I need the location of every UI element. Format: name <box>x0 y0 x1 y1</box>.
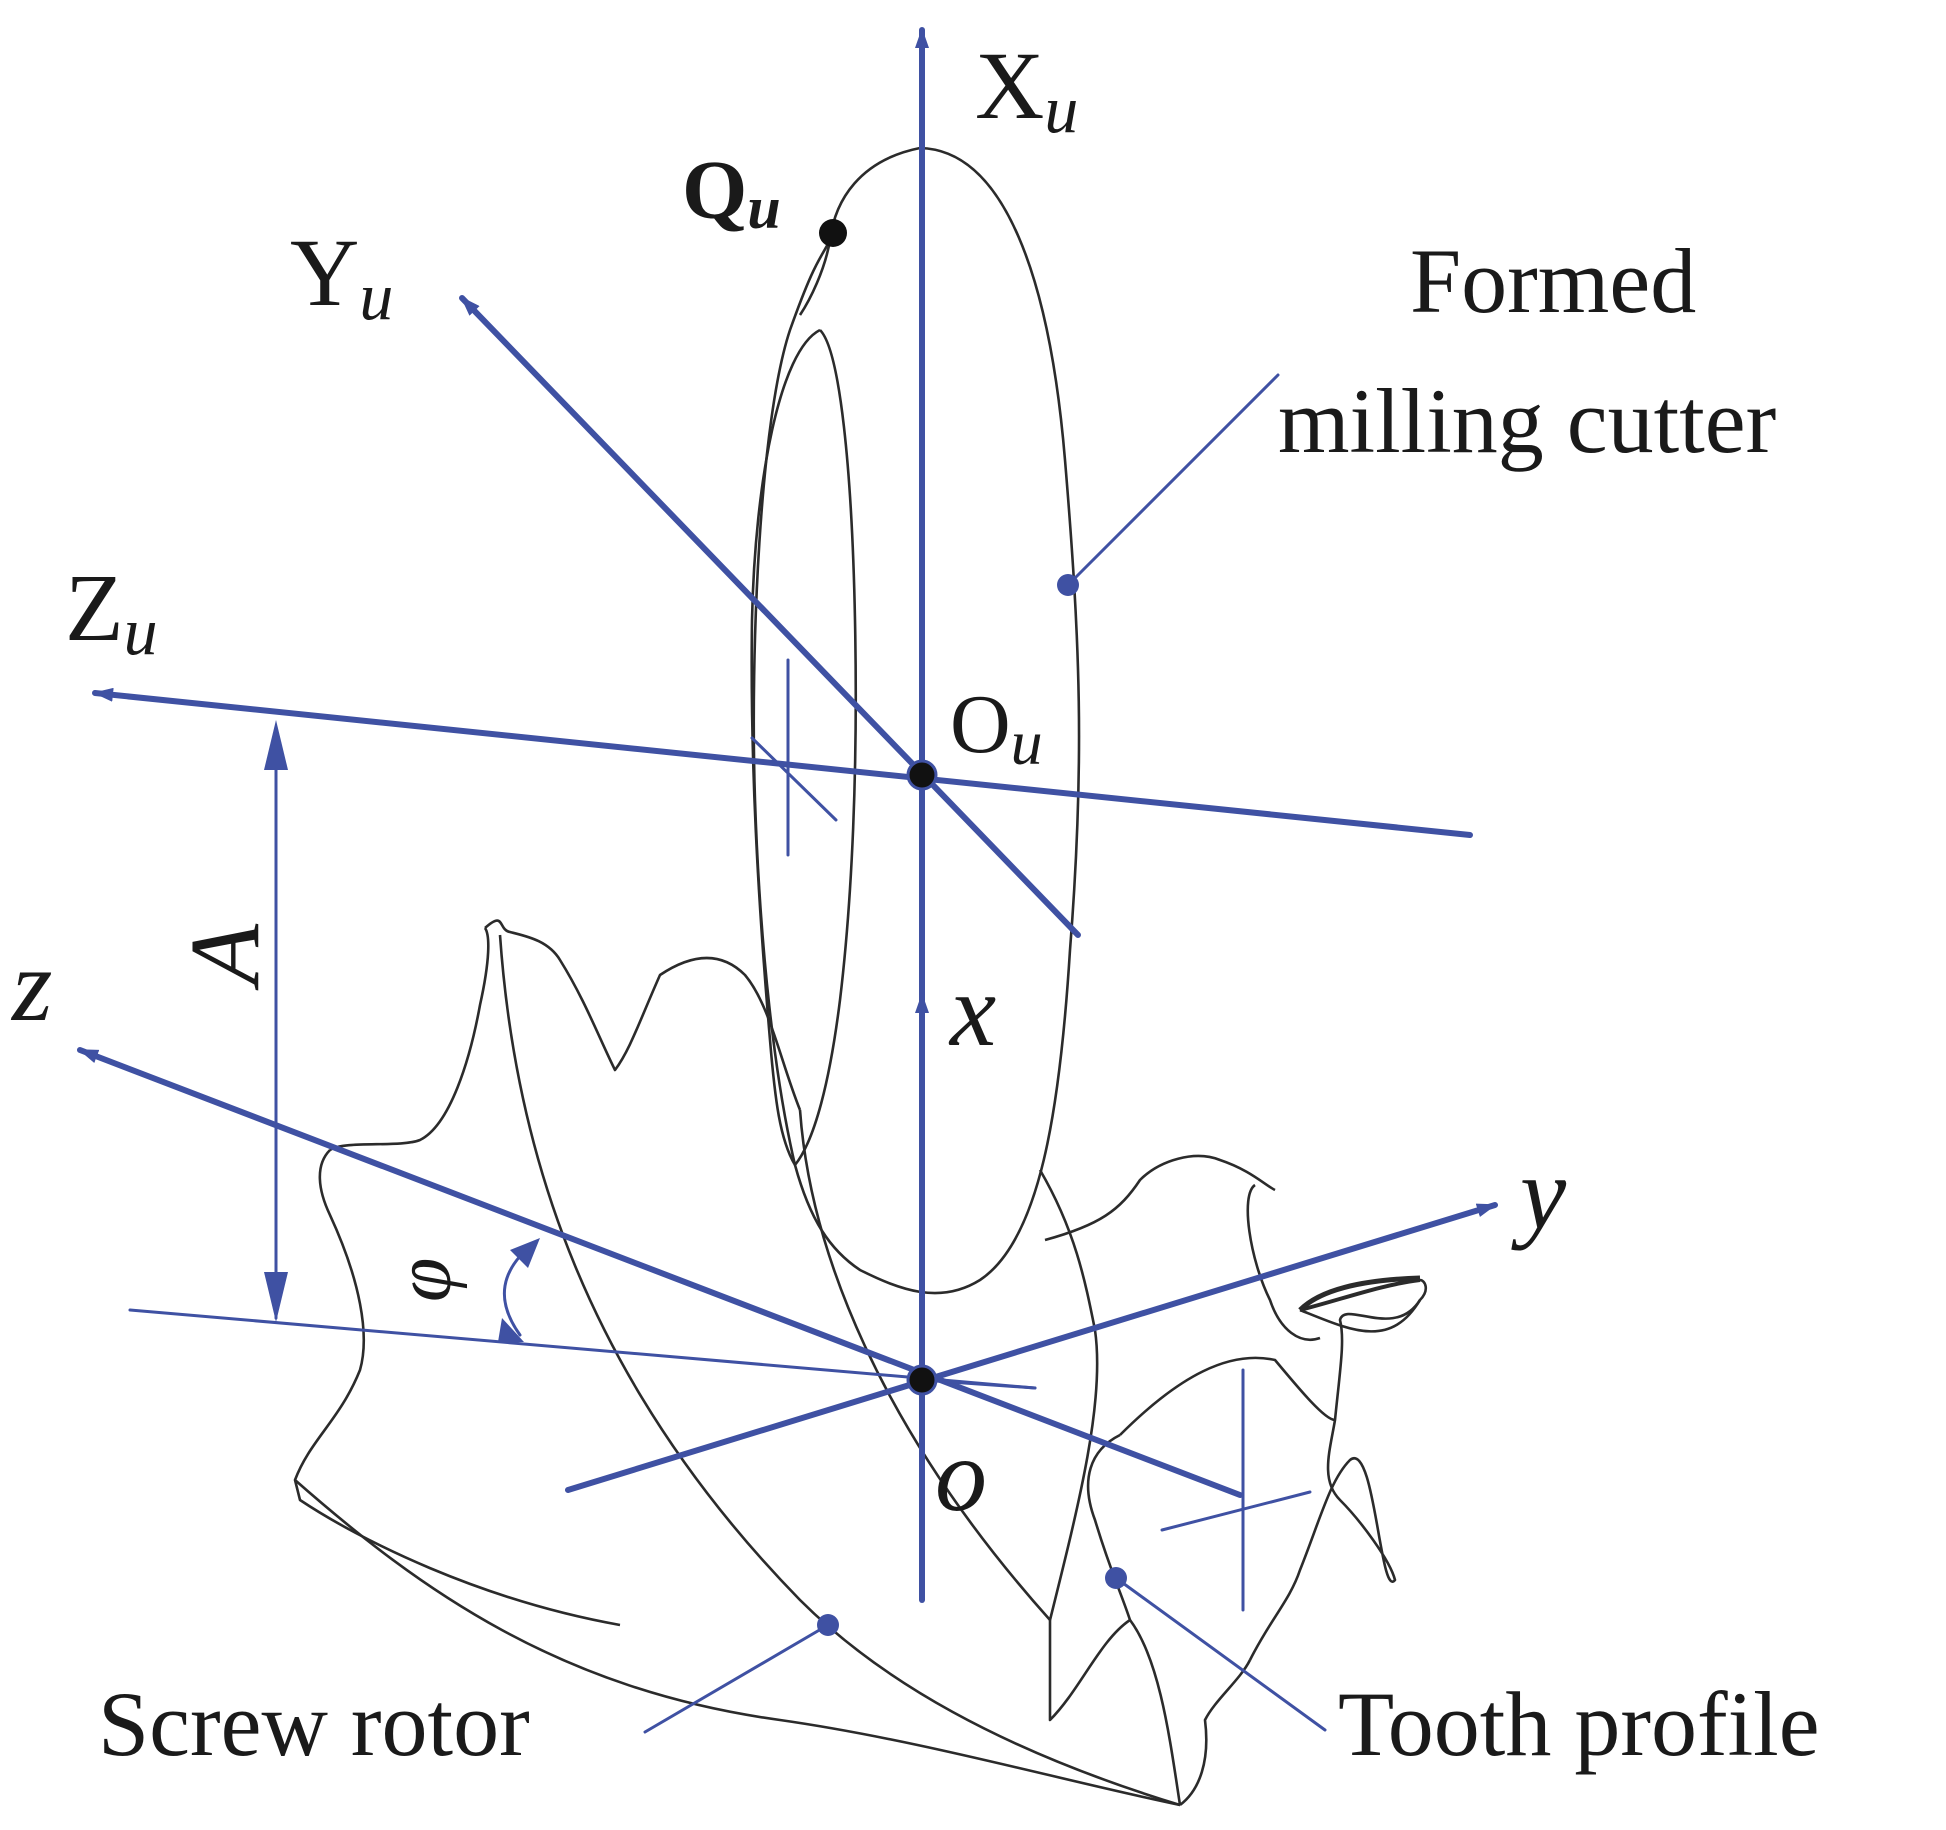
label-x: x <box>948 953 996 1068</box>
Yu-axis <box>459 295 1081 938</box>
label-o: o <box>935 1418 987 1533</box>
label-phi: φ <box>380 1258 468 1302</box>
label-Yu: Yu <box>290 219 393 334</box>
angle-phi-arc <box>498 1238 540 1342</box>
reference-line <box>128 1308 1037 1390</box>
label-y: y <box>1511 1136 1567 1251</box>
label-formed: Formed <box>1410 230 1696 332</box>
Zu-axis <box>92 687 1473 838</box>
leader-lines <box>643 373 1327 1734</box>
label-Zu: Zu <box>65 554 158 669</box>
screw-rotor-outline <box>293 919 1428 1807</box>
point-Qu <box>819 219 847 247</box>
label-Xu: Xu <box>975 32 1078 147</box>
label-z: z <box>10 928 52 1043</box>
origin-o-point <box>906 1364 938 1396</box>
label-A: A <box>169 923 280 991</box>
label-milling-cutter: milling cutter <box>1278 370 1776 472</box>
label-Qu: Qu <box>682 144 781 241</box>
origin-Ou-point <box>906 759 938 791</box>
z-axis <box>77 1047 1243 1498</box>
label-tooth-profile: Tooth profile <box>1338 1673 1820 1775</box>
y-axis <box>565 1202 1498 1493</box>
dimension-A <box>264 720 288 1322</box>
label-screw-rotor: Screw rotor <box>98 1673 530 1775</box>
label-Ou: Ou <box>950 678 1043 778</box>
axes <box>77 27 1498 1603</box>
cross-marks <box>750 658 1312 1612</box>
